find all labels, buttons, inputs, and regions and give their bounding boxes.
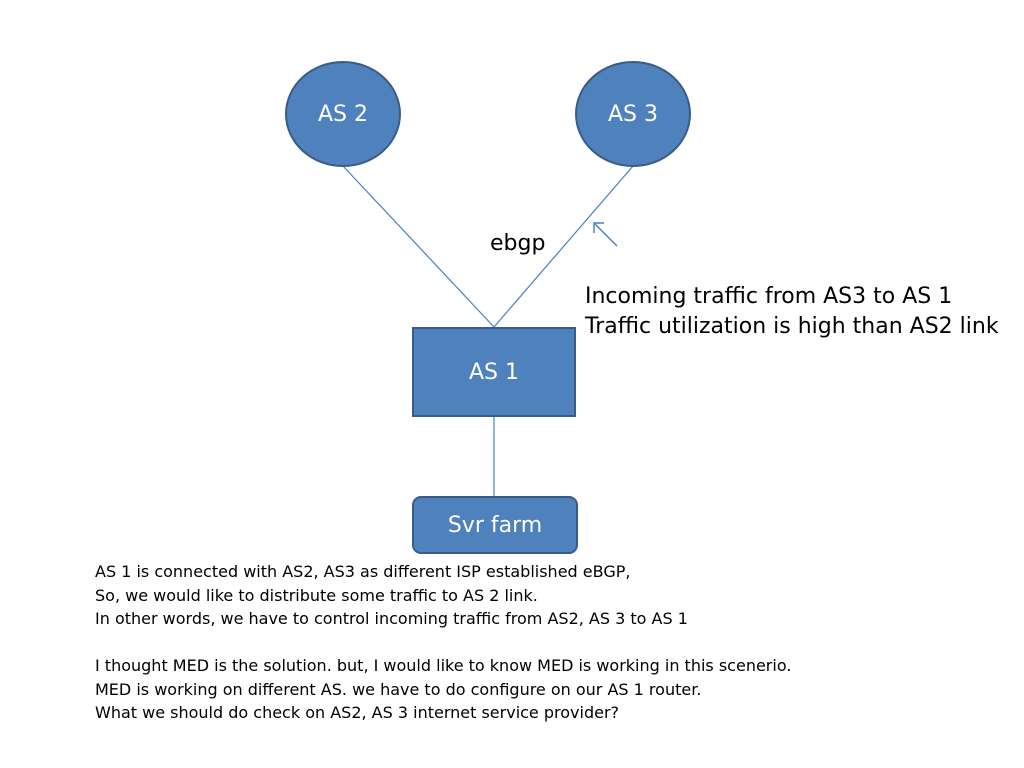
description-line: AS 1 is connected with AS2, AS3 as diffe… bbox=[95, 562, 631, 581]
traffic-note-line: Traffic utilization is high than AS2 lin… bbox=[585, 314, 999, 339]
node-as3: AS 3 bbox=[575, 61, 691, 167]
ebgp-link-label: ebgp bbox=[490, 231, 546, 256]
description-line: I thought MED is the solution. but, I wo… bbox=[95, 656, 792, 675]
traffic-note-line: Incoming traffic from AS3 to AS 1 bbox=[585, 284, 953, 309]
description-line: MED is working on different AS. we have … bbox=[95, 679, 702, 699]
description-line: What we should do check on AS2, AS 3 int… bbox=[95, 703, 620, 722]
description-text: AS 1 is connected with AS2, AS3 as diffe… bbox=[95, 560, 791, 725]
description-line: So, we would like to distribute some tra… bbox=[95, 585, 538, 605]
description-line: In other words, we have to control incom… bbox=[95, 609, 688, 628]
traffic-note: Incoming traffic from AS3 to AS 1 Traffi… bbox=[585, 282, 999, 342]
blank-line bbox=[95, 631, 791, 655]
node-as2: AS 2 bbox=[285, 61, 401, 167]
node-server-farm: Svr farm bbox=[412, 496, 578, 554]
link-as3-as1 bbox=[493, 165, 634, 328]
node-as1: AS 1 bbox=[412, 327, 576, 417]
link-as2-as1 bbox=[342, 165, 495, 328]
arrow-icon bbox=[593, 222, 618, 247]
